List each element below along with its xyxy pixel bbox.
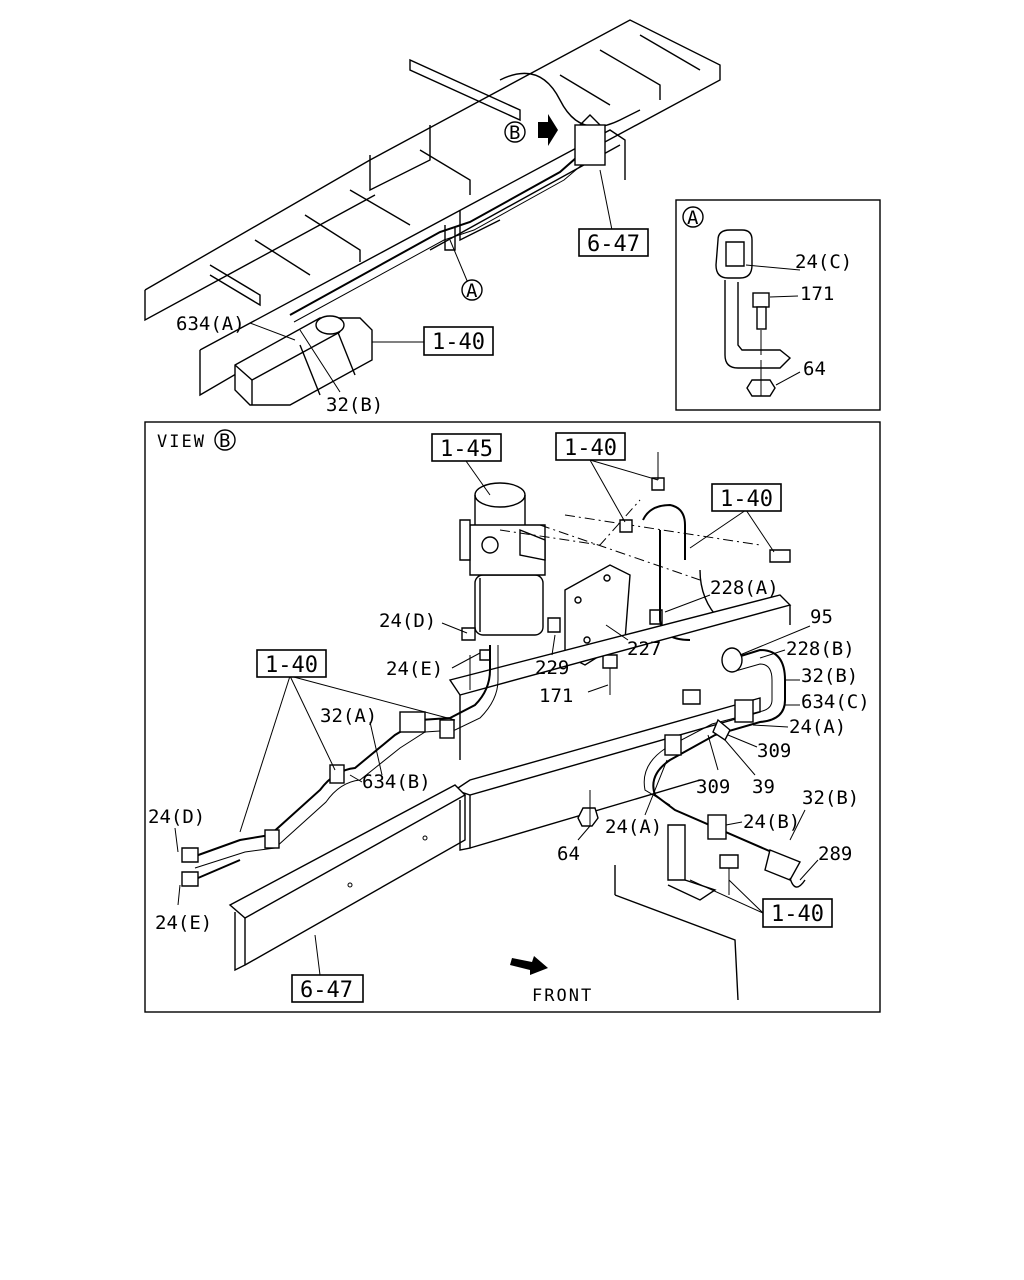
label-24a-1: 24(A) — [789, 716, 846, 738]
label-634a: 634(A) — [176, 313, 296, 341]
label-24e-left: 24(E) — [155, 912, 212, 934]
label-634a-text: 634(A) — [176, 313, 245, 335]
label-309-2: 309 — [696, 776, 730, 798]
inset-64-text: 64 — [803, 358, 826, 380]
ref-1-40-b-text: 1-40 — [720, 487, 773, 512]
ref-box-1-40-c[interactable]: 1-40 — [239, 649, 456, 833]
label-171: 171 — [539, 685, 573, 707]
label-229: 229 — [535, 657, 569, 679]
marker-a-top: A — [449, 239, 483, 302]
part-labels: 228(A) 95 228(B) 32(B) 634(C) 24(A) 309 … — [148, 577, 870, 1006]
ref-6-47-bottom-text: 6-47 — [300, 978, 353, 1003]
ref-box-1-40-b[interactable]: 1-40 — [689, 483, 782, 553]
label-227: 227 — [627, 638, 661, 660]
view-b-panel: VIEW B — [144, 421, 881, 1013]
label-32b-2: 32(B) — [802, 787, 859, 809]
label-634c: 634(C) — [801, 691, 870, 713]
ref-box-6-47-bottom[interactable]: 6-47 — [291, 934, 364, 1003]
ref-box-1-40-tank[interactable]: 1-40 — [372, 326, 494, 356]
label-32b-top-text: 32(B) — [326, 394, 383, 416]
ref-box-1-40-d[interactable]: 1-40 — [689, 879, 833, 928]
chassis-frame-overview — [144, 19, 721, 406]
label-24e-top: 24(E) — [386, 658, 443, 680]
ref-1-45-text: 1-45 — [440, 437, 493, 462]
label-228b: 228(B) — [786, 638, 855, 660]
view-b-drawing — [181, 477, 806, 1001]
inset-171-text: 171 — [800, 283, 834, 305]
label-64: 64 — [557, 843, 580, 865]
label-32b-1: 32(B) — [801, 665, 858, 687]
view-b-title: VIEW — [157, 432, 206, 452]
label-309-1: 309 — [757, 740, 791, 762]
ref-box-1-40-a[interactable]: 1-40 — [555, 432, 659, 523]
ref-1-40-a-text: 1-40 — [564, 436, 617, 461]
front-label: FRONT — [532, 986, 593, 1006]
label-24a-2: 24(A) — [605, 816, 662, 838]
inset-a-panel: A 24(C) 171 64 — [675, 199, 881, 411]
label-32a: 32(A) — [320, 705, 377, 727]
ref-box-1-45[interactable]: 1-45 — [431, 433, 502, 496]
label-95: 95 — [810, 606, 833, 628]
label-24d-left: 24(D) — [148, 806, 205, 828]
ref-6-47-top-text: 6-47 — [587, 232, 640, 257]
marker-b-text: B — [509, 122, 520, 144]
ref-1-40-c-text: 1-40 — [265, 653, 318, 678]
ref-1-40-d-text: 1-40 — [771, 902, 824, 927]
marker-b-top: B — [504, 121, 526, 144]
ref-box-6-47-top[interactable]: 6-47 — [578, 169, 649, 257]
label-634b: 634(B) — [362, 771, 431, 793]
label-32b-top: 32(B) — [299, 329, 383, 416]
label-228a: 228(A) — [710, 577, 779, 599]
label-24d-top: 24(D) — [379, 610, 436, 632]
label-289: 289 — [818, 843, 852, 865]
ref-1-40-tank-text: 1-40 — [432, 330, 485, 355]
marker-a-text: A — [466, 280, 478, 302]
label-24b: 24(B) — [743, 811, 800, 833]
label-39: 39 — [752, 776, 775, 798]
inset-a-title: A — [687, 207, 699, 229]
inset-24c-text: 24(C) — [795, 251, 852, 273]
view-b-marker: B — [219, 430, 230, 452]
